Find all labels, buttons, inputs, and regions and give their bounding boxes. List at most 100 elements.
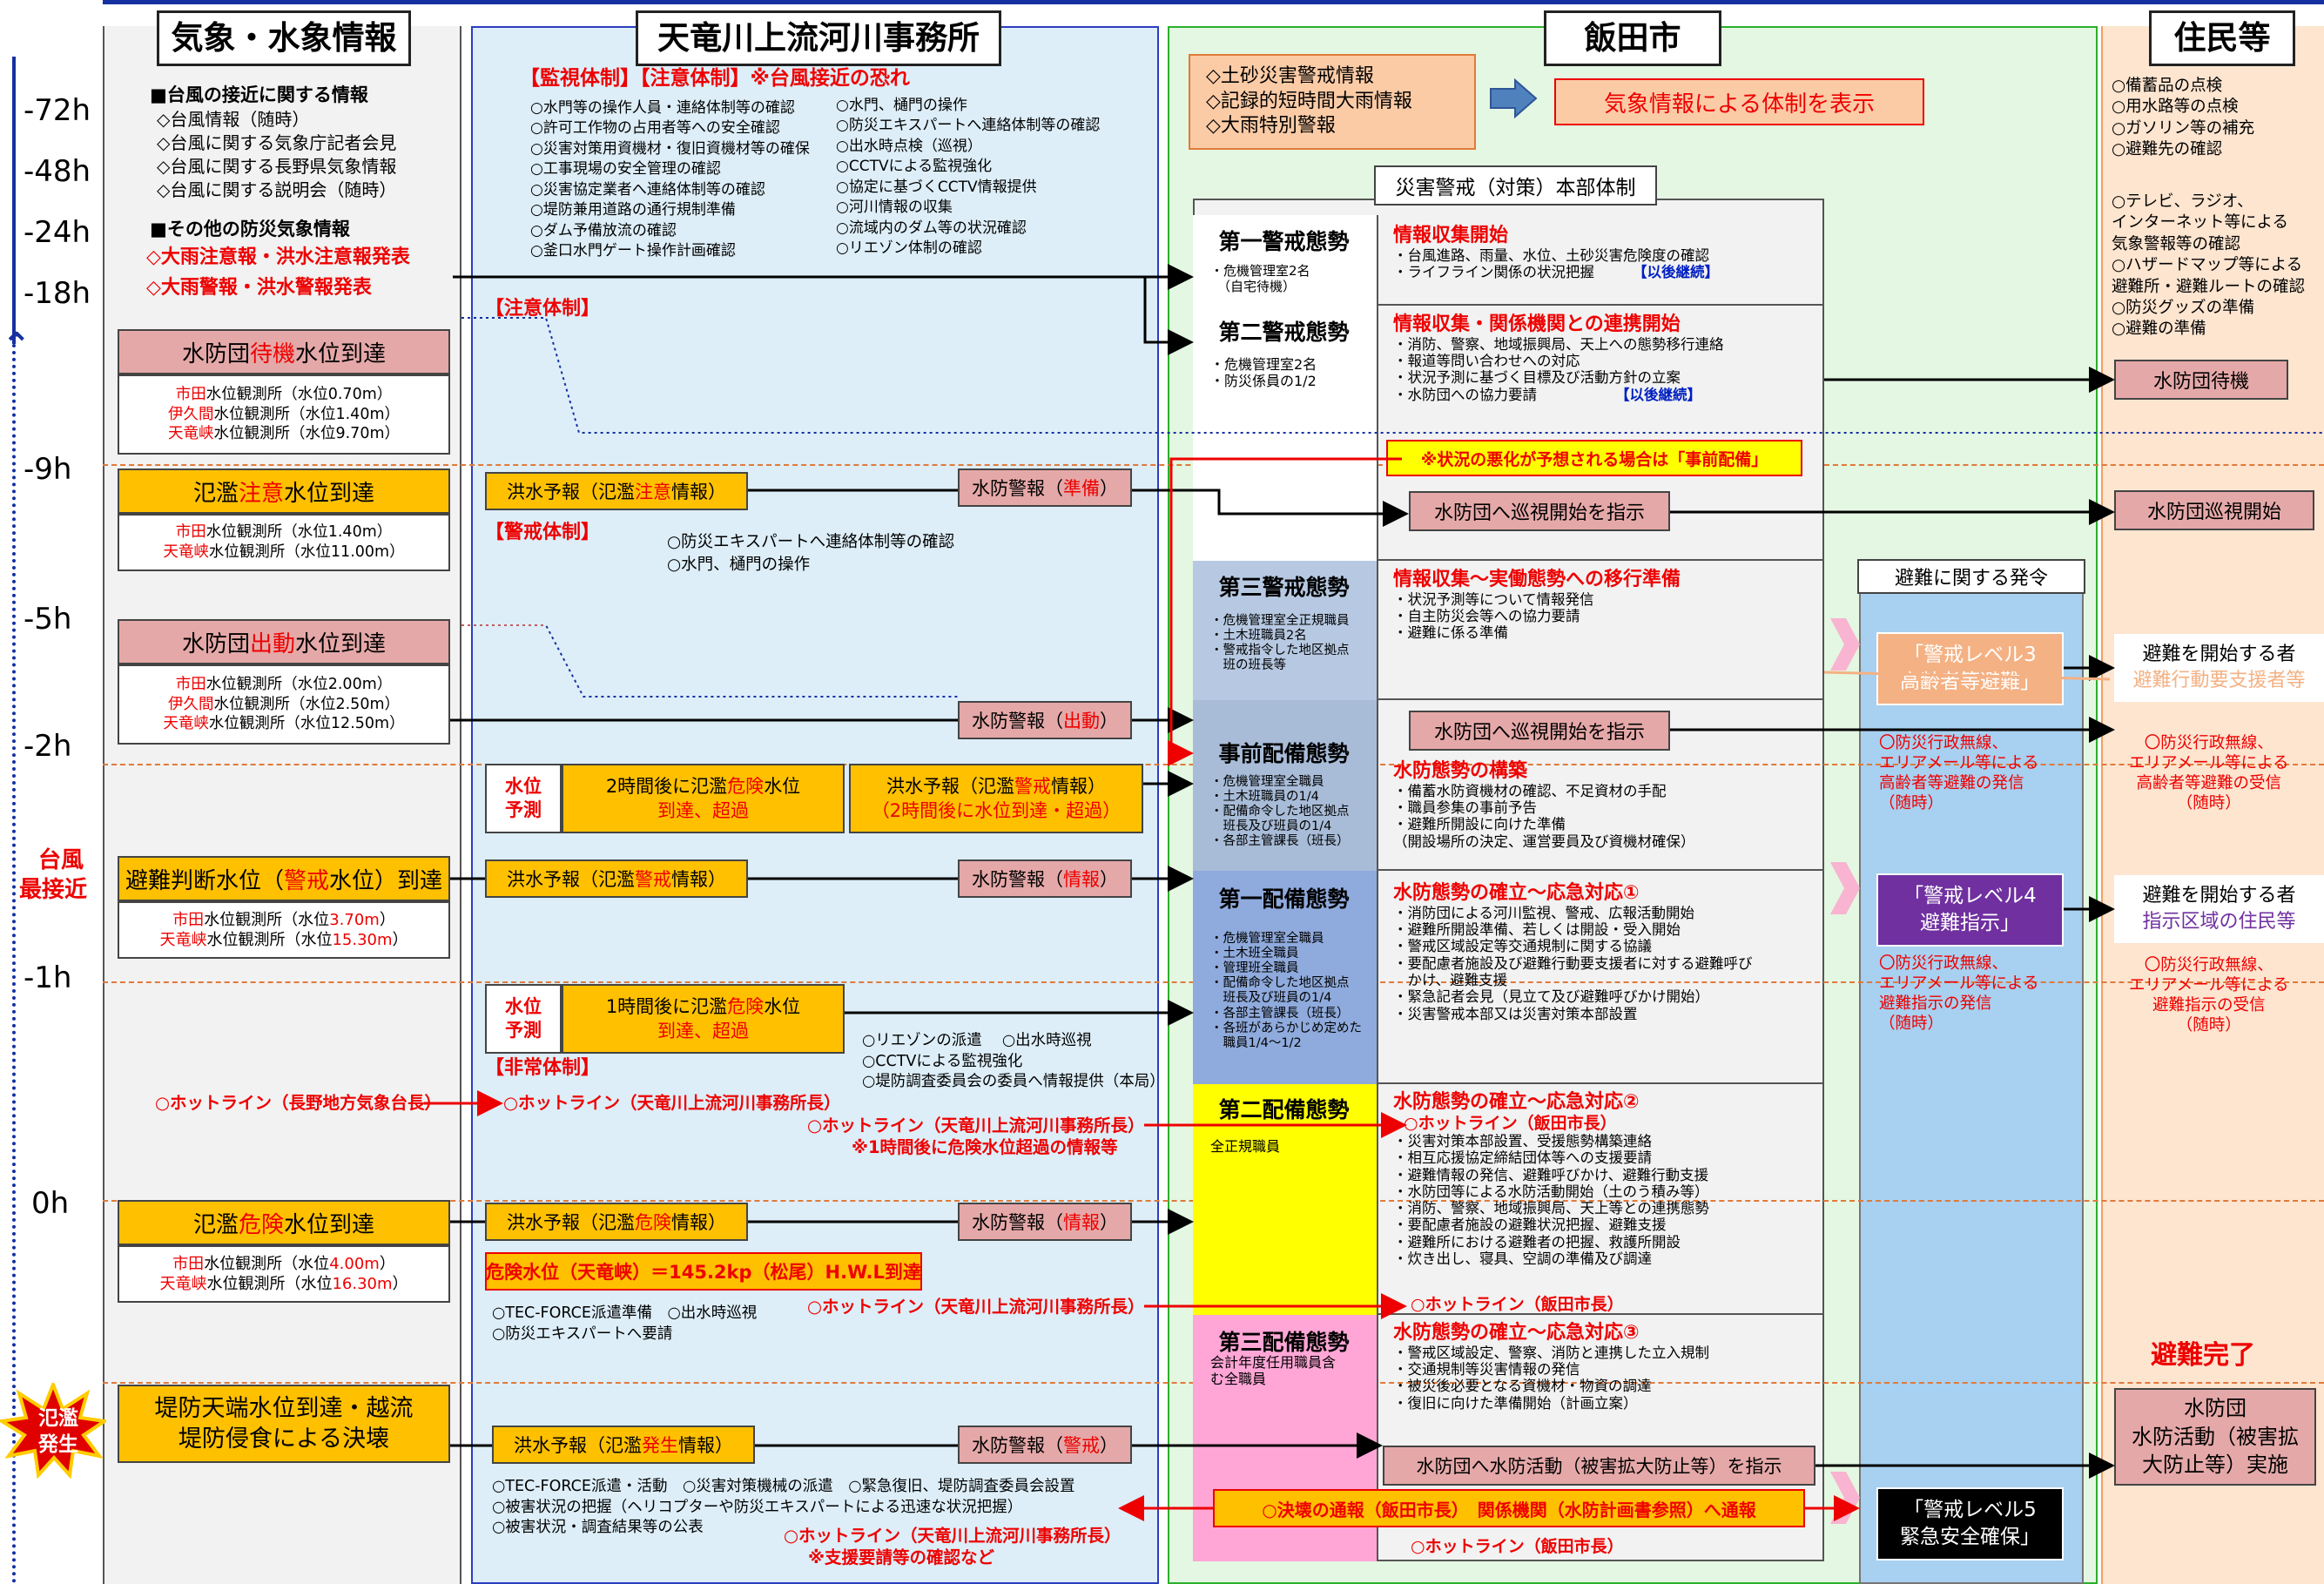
timeline-dotted-axis: [12, 344, 16, 1584]
weather-info-banner: 気象情報による体制を表示: [1554, 78, 1924, 125]
forecast-warning: 洪水予報（氾濫警戒情報）: [485, 859, 748, 898]
d1-left: [1193, 871, 1378, 1084]
d3-actions: 水防態勢の確立～応急対応③・警戒区域設定、警察、消防と連携した立入規制・交通規制…: [1393, 1322, 1709, 1412]
d2-left: [1193, 1084, 1378, 1315]
tick-48h: -48h: [24, 154, 91, 189]
info-items: ○テレビ、ラジオ、インターネット等による気象警報等の確認○ハザードマップ等による…: [2112, 192, 2306, 339]
d2-title: 第二配備態勢: [1218, 1097, 1350, 1122]
resident-standby: 水防団待機: [2114, 360, 2288, 400]
caution-level-title: 氾濫注意水位到達: [118, 468, 450, 514]
arrow-right-icon: [1490, 78, 1538, 118]
emergency-head: 【非常体制】: [485, 1057, 601, 1079]
p1-left: [1193, 215, 1378, 306]
level-prediction-2h-label: 水位予測: [485, 764, 562, 833]
alert-items: ○防災エキスパートへ連絡体制等の確認○水門、樋門の操作: [667, 533, 955, 574]
attention-head: 【注意体制】: [485, 298, 601, 320]
caution-level-stations: 市田水位観測所（水位1.40m） 天竜峡水位観測所（水位11.00m）: [118, 514, 450, 571]
d1-title: 第一配備態勢: [1218, 886, 1350, 912]
hotline-office-3: ○ホットライン（天竜川上流河川事務所長）: [807, 1297, 1145, 1317]
arrow-warn-to-p2: [453, 275, 1194, 355]
evac-order-title: 避難に関する発令: [1857, 559, 2085, 594]
start-evac-1: 避難を開始する者避難行動要支援者等: [2114, 634, 2324, 702]
header-city: 飯田市: [1544, 10, 1721, 66]
hotline-office-2: ○ホットライン（天竜川上流河川事務所長）: [807, 1116, 1145, 1136]
flood-activity-instruction: 水防団へ水防活動（被害拡大防止等）を指示: [1383, 1446, 1815, 1486]
p2-actions: 情報収集・関係機関との連携開始・消防、警察、地域振興局、天上への態勢移行連絡・報…: [1393, 313, 1724, 403]
header-office: 天竜川上流河川事務所: [636, 10, 1001, 66]
p2-staff: ・危機管理室2名・防災係員の1/2: [1210, 356, 1317, 389]
typhoon-item: ◇台風に関する長野県気象情報: [157, 156, 397, 177]
p3-actions: 情報収集～実働態勢への移行準備・状況予測等について情報発信・自主防災会等への協力…: [1393, 569, 1681, 642]
tick-9h: -9h: [24, 452, 72, 487]
warning-alert: 水防警報（警戒）: [958, 1426, 1132, 1464]
resident-recv-1: 〇防災行政無線、エリアメール等による高齢者等避難の受信（随時）: [2129, 734, 2289, 813]
lvl3-broadcast: 〇防災行政無線、エリアメール等による高齢者等避難の発信（随時）: [1879, 734, 2039, 813]
row-p1: [1193, 215, 1824, 306]
danger-level-title: 氾濫危険水位到達: [118, 1200, 450, 1245]
resident-activity: 水防団水防活動（被害拡大防止等）実施: [2114, 1388, 2316, 1486]
start-evac-2: 避難を開始する者指示区域の住民等: [2114, 875, 2324, 943]
tick-1h: -1h: [24, 961, 72, 995]
hotline-office-2-note: ※1時間後に危険水位超過の情報等: [852, 1137, 1118, 1157]
burst-icon: [0, 1383, 106, 1479]
weather-column: [103, 26, 461, 1584]
evac-level-title: 避難判断水位（警戒水位）到達: [118, 856, 450, 901]
warning-info-2: 水防警報（情報）: [958, 1203, 1132, 1241]
forecast-warning-2h: 洪水予報（氾濫警戒情報）（2時間後に水位到達・超過）: [849, 764, 1143, 833]
dotted-dispatch: [461, 624, 958, 698]
level-prediction-1h-label: 水位予測: [485, 984, 562, 1054]
prediction-1h: 1時間後に氾濫危険水位到達、超過: [562, 984, 845, 1054]
p1-title: 第一警戒態勢: [1218, 229, 1350, 254]
pre-actions: 水防態勢の構築・備蓄水防資機材の確認、不足資材の手配・職員参集の事前予告・避難所…: [1393, 760, 1695, 850]
hotline-office-4: ○ホットライン（天竜川上流河川事務所長）: [784, 1526, 1122, 1546]
evac-order-column: [1859, 592, 2084, 1584]
tick-24h: -24h: [24, 215, 91, 250]
dispatch-level-stations: 市田水位観測所（水位2.00m） 伊久間水位観測所（水位2.50m） 天竜峡水位…: [118, 664, 450, 745]
residents-column: [2101, 26, 2324, 1584]
evac-level-stations: 市田水位観測所（水位3.70m） 天竜峡水位観測所（水位15.30m）: [118, 901, 450, 959]
line-9h: [103, 464, 1409, 466]
up-arrow-icon: ⌃: [2, 326, 31, 366]
d2-hotline-2: ○ホットライン（飯田市長）: [1411, 1295, 1624, 1314]
typhoon-item: ◇台風に関する説明会（随時）: [157, 179, 397, 200]
p3-staff: ・危機管理室全正規職員・土木班職員2名・警戒指令した地区拠点 班の班長等: [1210, 614, 1350, 673]
tick-72h: -72h: [24, 93, 91, 128]
precaution-note: ※状況の悪化が予想される場合は「事前配備」: [1386, 440, 1802, 476]
arrow-evac-orange: [1823, 671, 2111, 681]
d2-actions: 水防態勢の確立～応急対応②○ホットライン（飯田市長）・災害対策本部設置、受援態勢…: [1393, 1091, 1709, 1268]
p3-left: [1193, 561, 1378, 700]
row-d2: [1193, 1084, 1824, 1315]
tick-5h: -5h: [24, 602, 72, 637]
prep-items: ○備蓄品の点検○用水路等の点検○ガソリン等の補充○避難先の確認: [2112, 77, 2255, 159]
d2-staff: 全正規職員: [1210, 1138, 1281, 1155]
other-info-head: ■その他の防災気象情報: [150, 219, 350, 239]
monitor-items-left: ○水門等の操作人員・連絡体制等の確認○許可工作物の占用者等への安全確認○災害対策…: [530, 99, 810, 260]
typhoon-info-head: ■台風の接近に関する情報: [150, 84, 368, 105]
forecast-occurred: 洪水予報（氾濫発生情報）: [492, 1426, 755, 1464]
hq-title: 災害警戒（対策）本部体制: [1374, 165, 1657, 206]
top-border: [0, 0, 2324, 4]
arrow-precaution: [1168, 457, 1402, 766]
instruct-patrol-1: 水防団へ巡視開始を指示: [1409, 491, 1670, 531]
monitor-items-right: ○水門、樋門の操作○防災エキスパートへ連絡体制等の確認○出水時点検（巡視）○CC…: [836, 97, 1101, 258]
timeline: [0, 0, 103, 1584]
evac-complete: 避難完了: [2151, 1340, 2255, 1371]
line-9h-right: [1824, 464, 2324, 466]
monitor-head: 【監視体制】【注意体制】※台風接近の恐れ: [520, 67, 910, 90]
hotline-office-4-note: ※支援要請等の確認など: [808, 1547, 994, 1567]
hotline-weather-office: ○ホットライン（長野地方気象台長）: [155, 1093, 442, 1113]
d1-staff: ・危機管理室全職員・土木班全職員・管理班全職員・配備命令した地区拠点 班長及び班…: [1210, 932, 1362, 1050]
alert-head: 【警戒体制】: [485, 522, 601, 543]
d3-hotline: ○ホットライン（飯田市長）: [1411, 1537, 1624, 1556]
breach-title: 堤防天端水位到達・越流堤防侵食による決壊: [118, 1385, 450, 1463]
instruct-patrol-2: 水防団へ巡視開始を指示: [1409, 711, 1670, 751]
row-d1: [1193, 871, 1824, 1084]
timeline-solid-axis: [12, 57, 16, 344]
d3-staff: 会計年度任用職員含む全職員: [1210, 1354, 1337, 1387]
advisory-issued: ◇大雨注意報・洪水注意報発表: [146, 246, 410, 268]
warning-dispatch: 水防警報（出動）: [958, 701, 1132, 739]
hotline-office-1: ○ホットライン（天竜川上流河川事務所長）: [503, 1093, 841, 1113]
breach-notice: ○決壊の通報（飯田市長） 関係機関（水防計画書参照）へ通報: [1213, 1489, 1805, 1527]
